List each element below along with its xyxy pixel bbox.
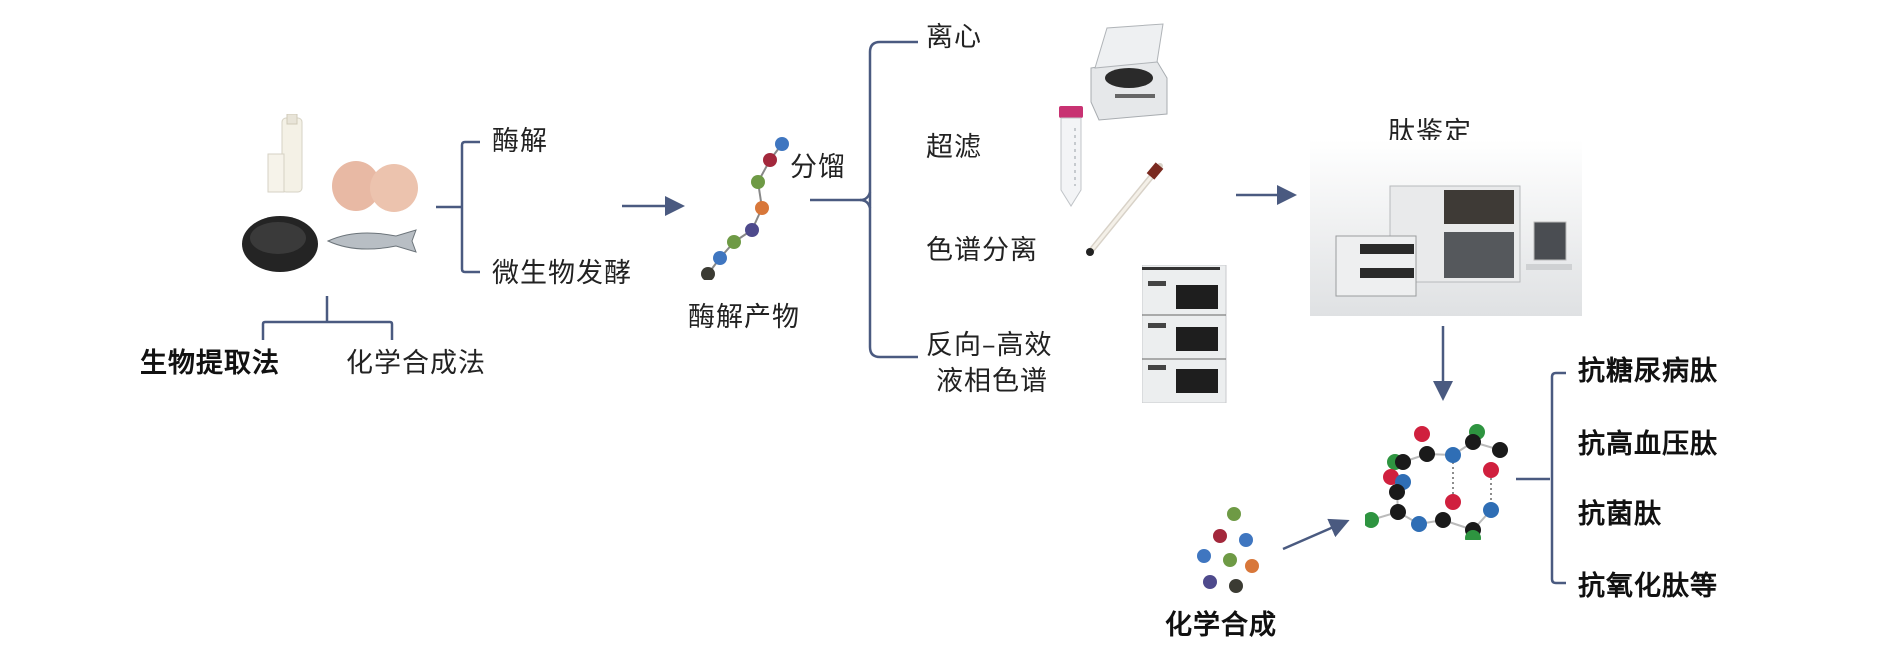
source-method-bracket [261,296,394,340]
amino-acid-dot [1229,579,1243,593]
amino-acid-bead [745,223,759,237]
bioactivity-antihypertensive: 抗高血压肽 [1578,429,1718,460]
atom [1395,454,1411,470]
amino-acid-dot [1245,559,1259,573]
amino-acid-bead [755,201,769,215]
separation-rp-hplc-line1: 反向–高效 [926,330,1053,361]
source-method-chemical-synthesis: 化学合成法 [346,348,486,379]
arrow-from-synthesis [1282,518,1350,551]
bioactivity-bracket [1516,371,1566,585]
atom [1465,434,1481,450]
hydrolysis-bracket [436,140,480,274]
bioactivity-antidiabetic: 抗糖尿病肽 [1578,356,1718,387]
centrifuge-icon [1090,23,1168,121]
amino-acid-bead [701,267,715,280]
centrifuge-tube-icon [1059,106,1083,207]
amino-acid-dot [1197,549,1211,563]
amino-acid-dot [1203,575,1217,589]
amino-acid-bead [775,137,789,151]
fractionation-bracket [810,40,918,359]
eggs-icon [332,161,418,212]
amino-acid-bead [763,153,777,167]
atom [1483,462,1499,478]
atom [1411,516,1427,532]
chromatography-column-icon [1086,162,1164,256]
hplc-system-icon [1142,265,1227,403]
atom [1383,469,1399,485]
atom [1465,530,1481,540]
bioactivity-antimicrobial: 抗菌肽 [1578,499,1662,530]
hydrolysis-fermentation: 微生物发酵 [492,258,632,289]
mass-spectrometer-icon [1310,140,1582,316]
separation-centrifuge: 离心 [926,22,982,53]
amino-acid-bead [713,251,727,265]
atom [1419,446,1435,462]
amino-acid-dot [1239,533,1253,547]
atom [1492,442,1508,458]
hydrolysis-enzymatic: 酶解 [492,126,548,157]
hydrolysate-label: 酶解产物 [688,302,800,333]
separation-ultrafiltration: 超滤 [926,132,982,163]
amino-acid-bead [727,235,741,249]
atom [1414,426,1430,442]
amino-acid-dots-icon [1197,507,1259,593]
fractionation-label: 分馏 [790,152,846,183]
separation-chromatography: 色谱分离 [926,235,1038,266]
peptide-chain-icon [701,137,789,280]
atom [1445,494,1461,510]
bioactivity-antioxidant: 抗氧化肽等 [1578,571,1718,602]
separation-rp-hplc-line2: 液相色谱 [936,366,1048,397]
atom [1445,447,1461,463]
atom [1390,504,1406,520]
sea-cucumber-icon [242,216,318,272]
amino-acid-dot [1213,529,1227,543]
amino-acid-dot [1227,507,1241,521]
synthesis-label: 化学合成 [1165,610,1277,641]
atom [1389,484,1405,500]
atom [1435,512,1451,528]
amino-acid-bead [751,175,765,189]
fish-icon [326,229,417,253]
atom [1365,512,1379,528]
milk-icon [267,114,303,193]
amino-acid-dot [1223,553,1237,567]
atom [1483,502,1499,518]
source-method-biological-extraction: 生物提取法 [140,348,280,379]
peptide-molecule-icon [1365,424,1508,540]
